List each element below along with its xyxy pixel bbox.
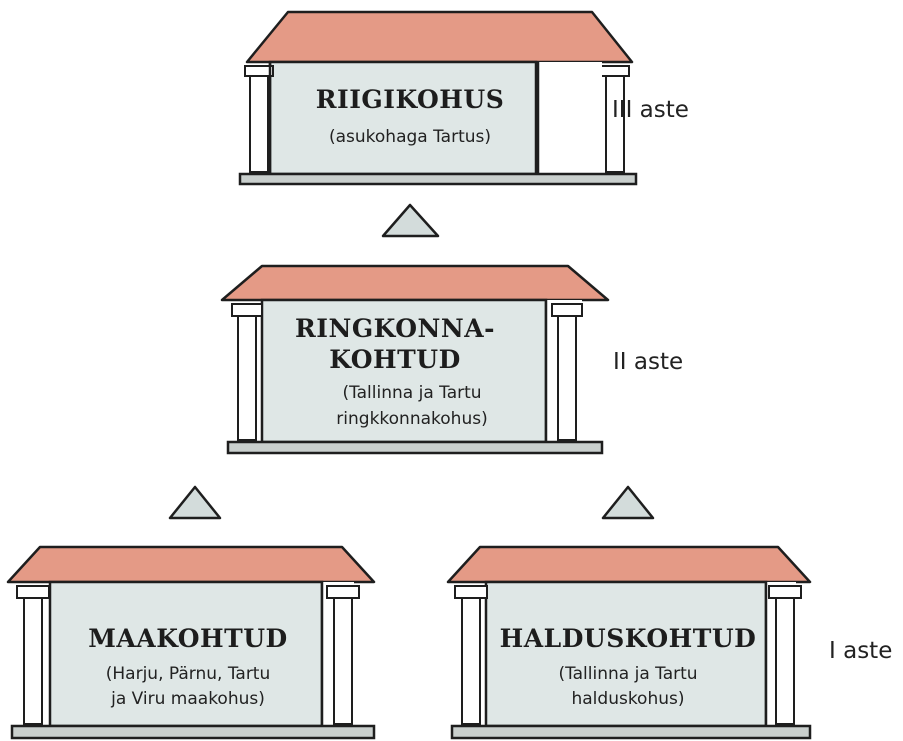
column-right-cap — [551, 303, 583, 317]
wall — [484, 580, 768, 728]
wall — [48, 580, 324, 728]
roof — [6, 545, 376, 584]
building-title: RINGKONNA- — [295, 314, 495, 343]
building-subtitle: (Harju, Pärnu, Tartu — [106, 664, 271, 684]
building-title: RIIGIKOHUS — [316, 85, 505, 114]
base — [226, 440, 604, 455]
building-riigikohus: RIIGIKOHUS (asukohaga Tartus) — [238, 10, 638, 186]
column-left-cap — [454, 585, 488, 599]
triangle-arrow — [381, 203, 440, 238]
triangle-arrow-right — [601, 485, 655, 520]
building-subtitle: (Tallinna ja Tartu — [342, 383, 481, 403]
building-subtitle-line2: halduskohus) — [571, 689, 684, 709]
building-title-line2: KOHTUD — [329, 345, 461, 374]
column-right — [557, 315, 577, 441]
wall — [260, 298, 548, 444]
column-left — [237, 315, 257, 441]
base — [10, 724, 376, 740]
triangle-arrow-left — [168, 485, 222, 520]
column-right — [333, 597, 353, 725]
column-left-cap — [244, 65, 274, 77]
building-subtitle: (Tallinna ja Tartu — [558, 664, 697, 684]
building-maakohtud: MAAKOHTUD (Harju, Pärnu, Tartu ja Viru m… — [6, 545, 376, 740]
building-subtitle: (asukohaga Tartus) — [329, 127, 491, 147]
roof — [446, 545, 812, 584]
building-subtitle-line2: ja Viru maakohus) — [110, 689, 265, 709]
column-right-cap — [600, 65, 630, 77]
column-right-cap — [768, 585, 802, 599]
base — [450, 724, 812, 740]
column-right — [605, 73, 625, 173]
wall — [268, 60, 538, 176]
column-left-cap — [231, 303, 263, 317]
level-label-second: II aste — [613, 349, 683, 375]
base — [238, 172, 638, 186]
roof — [220, 264, 610, 302]
column-right-cap — [326, 585, 360, 599]
roof — [245, 10, 634, 64]
column-left — [249, 73, 269, 173]
level-label-third: III aste — [612, 97, 689, 123]
column-left-cap — [16, 585, 50, 599]
building-subtitle-line2: ringkkonnakohus) — [336, 409, 487, 429]
building-title: HALDUSKOHTUD — [500, 624, 757, 653]
building-ringkonnakohtud: RINGKONNA- KOHTUD (Tallinna ja Tartu rin… — [220, 264, 610, 455]
level-label-first: I aste — [829, 638, 892, 664]
column-left — [461, 597, 481, 725]
column-right — [775, 597, 795, 725]
building-title: MAAKOHTUD — [88, 624, 288, 653]
column-left — [23, 597, 43, 725]
building-halduskohtud: HALDUSKOHTUD (Tallinna ja Tartu haldusko… — [446, 545, 812, 740]
